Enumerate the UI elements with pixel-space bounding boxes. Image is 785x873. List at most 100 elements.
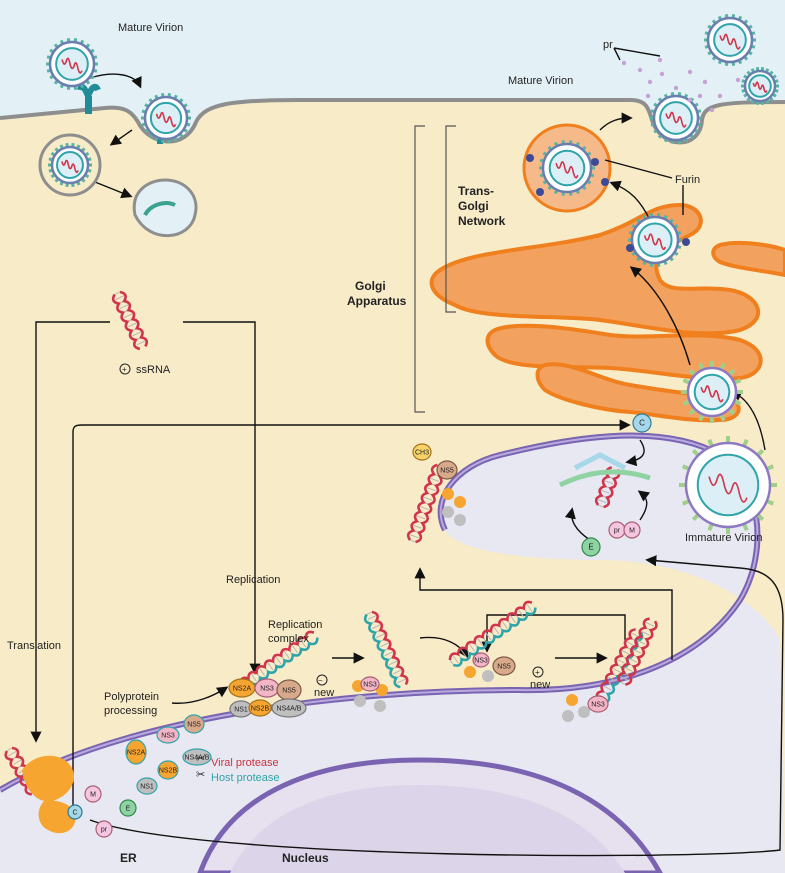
- arrow-translation: [30, 321, 110, 743]
- plus-symbol-2: +: [535, 668, 540, 677]
- label-new-plus: new: [530, 679, 550, 691]
- arrow-to-capsid: [72, 419, 631, 820]
- arrow-to-membrane: [414, 567, 673, 660]
- protein-m-assembly-label: M: [629, 528, 635, 535]
- golgi-brackets: [414, 125, 456, 413]
- cap-gray-2: [454, 514, 466, 526]
- label-immature-virion: Immature Virion: [685, 532, 762, 544]
- svg-text:✂: ✂: [196, 769, 205, 781]
- arrow-golgi-up: [629, 266, 691, 366]
- protein-ns3-rc-label: NS3: [260, 686, 274, 693]
- arrow-bud-golgi: [730, 390, 766, 451]
- protein-e-assembly-label: E: [588, 543, 593, 552]
- label-replication-complex-1: Replication: [268, 619, 322, 631]
- virion-in-vesicle: [539, 140, 595, 196]
- protein-ns3-poly-label: NS3: [161, 733, 175, 740]
- rc2-gray-2: [374, 700, 386, 712]
- arrow-golgi-vesicle: [609, 180, 651, 221]
- protein-ns4ab-rc: NS4A/B: [271, 698, 307, 718]
- plus-circle-icon-2: [532, 666, 544, 678]
- arrow-endocytosis-1: [89, 73, 142, 89]
- protein-ns2b-rc-label: NS2B: [251, 706, 270, 713]
- protein-ns5-cap: NS5: [436, 460, 458, 480]
- endosome-2: [132, 178, 198, 238]
- cap-gray-1: [442, 506, 454, 518]
- immature-virion: [679, 436, 777, 534]
- virion-in-endosome: [48, 143, 92, 187]
- mature-virion-free-2: [741, 66, 779, 106]
- label-pr: pr: [603, 39, 613, 51]
- rc4-gray-2: [562, 710, 574, 722]
- mature-virion-free: [704, 14, 756, 66]
- protein-m-poly: M: [84, 785, 102, 803]
- protein-ns3-poly: NS3: [156, 726, 180, 744]
- protein-c-assembly: C: [632, 413, 652, 433]
- protein-ns1-poly-label: NS1: [140, 784, 154, 791]
- pr-fragments: [526, 57, 741, 252]
- arrow-er-to-virion: [89, 555, 784, 857]
- plus-circle-icon: [119, 363, 131, 375]
- protein-e-poly-label: E: [126, 806, 131, 813]
- protein-ns5-poly-label: NS5: [187, 722, 201, 729]
- rna-capped: [406, 463, 447, 544]
- cap-orange-1: [442, 488, 454, 500]
- protein-ns2a-poly: NS2A: [125, 739, 147, 765]
- protein-ns2b-rc: NS2B: [248, 699, 272, 717]
- label-trans-golgi-2: Golgi: [458, 199, 489, 213]
- arrow-m-up: [637, 490, 651, 521]
- minus-circle-icon: [316, 674, 328, 686]
- protein-pr-poly-label: pr: [101, 827, 108, 834]
- minus-symbol: −: [318, 676, 323, 685]
- protein-ns2b-poly: NS2B: [157, 760, 179, 780]
- arrow-e-up: [564, 507, 591, 541]
- label-mature-virion-exit: Mature Virion: [508, 75, 573, 87]
- protein-c-assembly-label: C: [639, 419, 645, 428]
- rna-new-plus: [617, 617, 658, 686]
- virion-binding: [141, 93, 191, 143]
- protein-ns4ab-poly-label: NS4A/B: [185, 755, 210, 762]
- protein-pr-assembly-label: pr: [614, 528, 621, 535]
- virion-in-golgi-vesicle: [681, 361, 743, 423]
- virion-in-tgn: [628, 213, 682, 267]
- protein-ch3-label: CH3: [415, 450, 429, 457]
- furin-pointer-1: [604, 159, 673, 179]
- protein-ns3-rc4: NS3: [587, 695, 609, 713]
- label-new-minus: new: [314, 687, 334, 699]
- protein-ns1-rc-label: NS1: [234, 707, 248, 714]
- svg-text:✂: ✂: [196, 753, 205, 765]
- label-polyprotein-1: Polyprotein: [104, 691, 159, 703]
- arrow-capsid-down: [625, 439, 645, 467]
- protein-ns5-poly: NS5: [183, 714, 205, 734]
- protein-ns2a-rc: NS2A: [228, 678, 256, 698]
- scissors-icon: ✂ ✂: [196, 753, 205, 781]
- protein-ns1-poly: NS1: [136, 777, 158, 795]
- label-replication: Replication: [226, 574, 280, 586]
- plasma-membrane: [0, 98, 785, 145]
- cap-orange-2: [454, 496, 466, 508]
- arrow-rep-2: [419, 636, 469, 659]
- protein-pr-assembly: pr: [608, 521, 626, 539]
- protein-ns3-rc: NS3: [254, 678, 280, 698]
- protein-ns5-rc: NS5: [276, 679, 302, 701]
- protein-ns5-cap-label: NS5: [440, 468, 454, 475]
- label-trans-golgi-1: Trans-: [458, 184, 494, 198]
- plus-symbol: +: [122, 365, 127, 374]
- labels: Mature Virion Mature Virion pr Furin Tra…: [7, 22, 762, 865]
- protein-ch3: CH3: [412, 443, 432, 461]
- protein-c-poly: C: [67, 804, 83, 820]
- arrow-rep-loop: [481, 614, 626, 653]
- protein-m-assembly: M: [623, 521, 641, 539]
- label-mature-virion-top: Mature Virion: [118, 22, 183, 34]
- protein-c-poly-label: C: [72, 810, 77, 817]
- label-viral-protease: Viral protease: [211, 757, 279, 769]
- protein-ns3-rc4-label: NS3: [591, 702, 605, 709]
- rc3-orange-1: [464, 666, 476, 678]
- rna-replication-2: [363, 610, 409, 689]
- label-nucleus: Nucleus: [282, 851, 329, 865]
- ribosome: [22, 755, 76, 834]
- protein-ns3-rc3-blob-label: NS3: [474, 658, 488, 665]
- rna-replication-3: [448, 600, 537, 667]
- protein-ns5-rc3-label: NS5: [497, 664, 511, 671]
